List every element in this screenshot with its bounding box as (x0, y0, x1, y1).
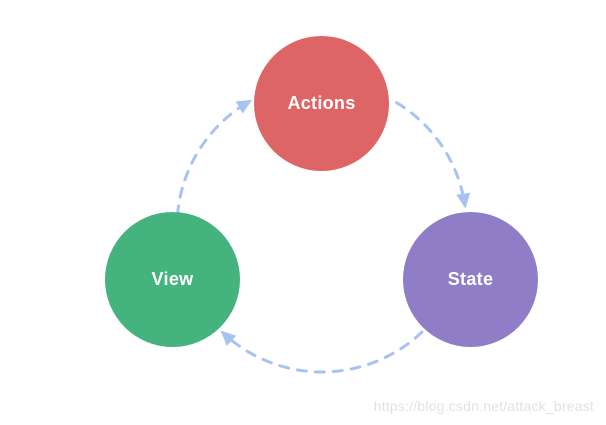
node-view-label: View (151, 269, 194, 289)
edge-actions-to-state (395, 101, 471, 209)
node-state: State (403, 212, 538, 347)
edge-state-to-view (220, 330, 424, 374)
node-view: View (105, 212, 240, 347)
node-state-label: State (447, 269, 494, 289)
node-actions-label: Actions (287, 93, 356, 113)
watermark: https://blog.csdn.net/attack_breast (373, 398, 594, 414)
edge-view-to-actions (176, 99, 253, 217)
node-actions: Actions (254, 36, 389, 171)
